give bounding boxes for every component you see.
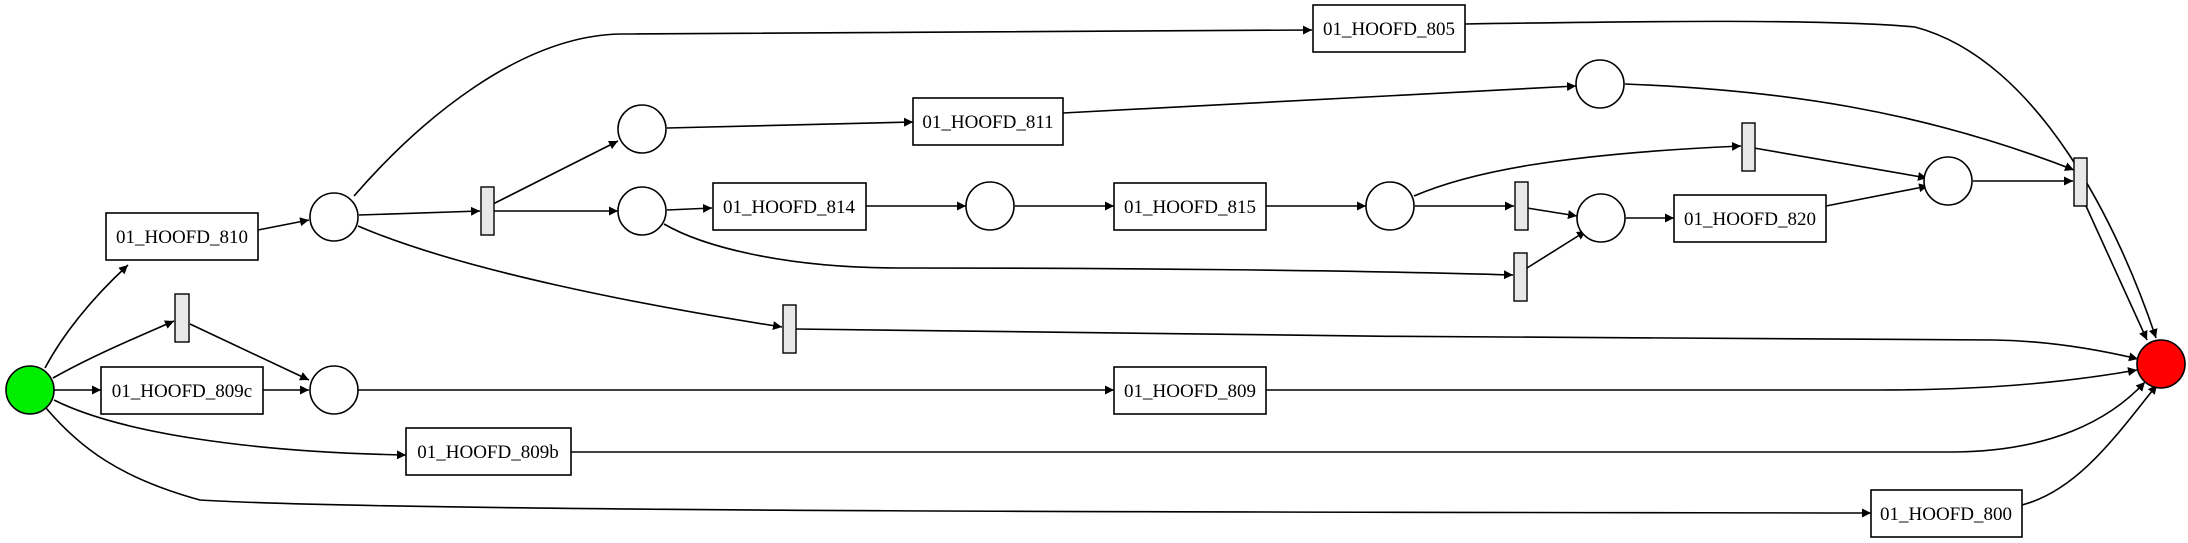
silent-transition-s5	[1514, 181, 1529, 231]
place-p6	[965, 181, 1015, 231]
transition-800: 01_HOOFD_800	[1870, 489, 2023, 538]
arc-p7-to-s4	[1413, 141, 1742, 197]
arc-source-to-s1	[52, 320, 175, 379]
arc-p1-to-s3	[357, 225, 783, 331]
arc-s5-to-p8	[1526, 207, 1578, 220]
transition-810: 01_HOOFD_810	[105, 212, 259, 261]
transition-820: 01_HOOFD_820	[1673, 194, 1827, 243]
transition-805: 01_HOOFD_805	[1312, 4, 1466, 53]
silent-transitions	[174, 122, 2088, 354]
arc-p1-to-805	[353, 25, 1313, 197]
transition-809-label: 01_HOOFD_809	[1124, 381, 1256, 402]
arc-s1-to-p2	[189, 323, 310, 381]
arc-source-to-809b	[53, 399, 407, 460]
arc-p4-to-s6	[663, 223, 1514, 280]
transition-814-label: 01_HOOFD_814	[723, 197, 855, 218]
arc-s6-to-p8	[1526, 230, 1587, 269]
silent-transition-s7	[2073, 157, 2088, 207]
place-p2	[309, 365, 359, 415]
transition-811: 01_HOOFD_811	[912, 97, 1064, 146]
place-p4	[617, 186, 667, 236]
transition-814: 01_HOOFD_814	[712, 182, 867, 231]
arc-810-to-p1	[257, 217, 310, 231]
place-p8	[1576, 193, 1626, 243]
arc-p4-to-814	[666, 203, 713, 213]
transition-809c-label: 01_HOOFD_809c	[112, 381, 252, 402]
arc-p3-to-811	[666, 117, 914, 129]
transition-820-label: 01_HOOFD_820	[1684, 209, 1816, 230]
places	[5, 59, 2186, 415]
arc-811-to-p5	[1062, 81, 1577, 114]
silent-transition-s6	[1513, 252, 1528, 302]
arc-source-to-800	[45, 407, 1872, 518]
arc-source-to-810	[44, 264, 129, 369]
sink-place	[2136, 339, 2186, 389]
labeled-transitions: 01_HOOFD_810 01_HOOFD_809c 01_HOOFD_809b…	[100, 4, 2023, 538]
transition-809: 01_HOOFD_809	[1113, 366, 1267, 415]
arc-p5-to-s7	[1624, 83, 2075, 171]
place-p1	[309, 192, 359, 242]
arc-800-to-sink	[2021, 384, 2158, 506]
arc-s4-to-p9	[1753, 147, 1928, 181]
transition-815-label: 01_HOOFD_815	[1124, 197, 1256, 218]
transition-800-label: 01_HOOFD_800	[1880, 504, 2012, 525]
arc-s7-to-sink	[2085, 205, 2148, 341]
arcs	[44, 20, 2158, 518]
arc-s2-to-p3	[492, 140, 619, 205]
silent-transition-s2	[480, 186, 495, 236]
arc-p1-to-s2	[358, 206, 481, 216]
silent-transition-s3	[782, 304, 797, 354]
transition-809b-label: 01_HOOFD_809b	[417, 442, 558, 463]
arc-s3-to-sink	[794, 328, 2139, 362]
arc-820-to-p9	[1825, 183, 1929, 207]
source-place	[5, 365, 55, 415]
place-p9	[1923, 156, 1973, 206]
transition-810-label: 01_HOOFD_810	[116, 227, 248, 248]
transition-809c: 01_HOOFD_809c	[100, 366, 264, 415]
silent-transition-s1	[174, 293, 190, 343]
transition-811-label: 01_HOOFD_811	[922, 112, 1053, 133]
arc-805-to-sink	[1464, 20, 2158, 339]
arc-809b-to-sink	[571, 381, 2146, 453]
transition-805-label: 01_HOOFD_805	[1323, 19, 1455, 40]
silent-transition-s4	[1741, 122, 1756, 172]
place-p7	[1365, 181, 1415, 231]
transition-815: 01_HOOFD_815	[1113, 182, 1267, 231]
arc-809-to-sink	[1266, 367, 2138, 391]
place-p5	[1575, 59, 1625, 109]
transition-809b: 01_HOOFD_809b	[405, 427, 572, 476]
place-p3	[617, 104, 667, 154]
